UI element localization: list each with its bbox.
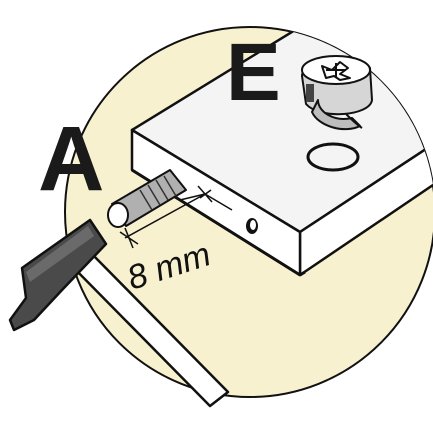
part-label-a: A [38,108,104,210]
part-label-e: E [226,27,281,118]
